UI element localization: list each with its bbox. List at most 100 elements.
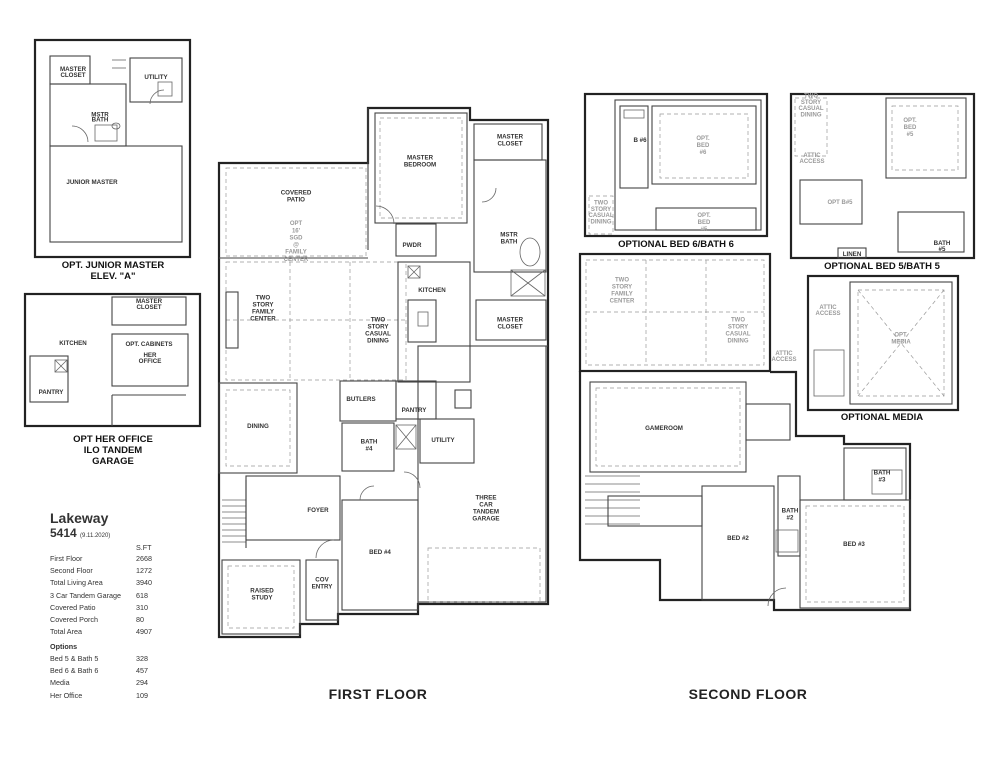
plan-number-line: 5414 (9.11.2020) (50, 526, 170, 540)
caption-her-office-2: ILO TANDEM (84, 445, 142, 456)
room-label: UTILITY (431, 437, 455, 444)
room-label: OPT.MEDIA (891, 332, 911, 345)
area-value: 2668 (136, 553, 152, 563)
svg-text:BATH#3: BATH#3 (874, 469, 891, 483)
options-header: Options (50, 641, 78, 651)
svg-text:BATH#2: BATH#2 (782, 507, 799, 521)
spacer (136, 640, 162, 652)
area-row: Bed 6 & Bath 6 457 (50, 664, 162, 676)
area-label: Total Living Area (50, 578, 103, 588)
room-label: BED #4 (369, 549, 391, 556)
area-label: First Floor (50, 553, 83, 563)
area-value: 4907 (136, 627, 152, 637)
area-value: 3940 (136, 578, 152, 588)
area-label: Total Area (50, 627, 82, 637)
caption-her-office-1: OPT HER OFFICE (73, 434, 153, 445)
area-label: Bed 6 & Bath 6 (50, 666, 99, 676)
svg-text:BATH#5: BATH#5 (934, 240, 951, 253)
room-label: KITCHEN (59, 340, 87, 347)
room-label: BUTLERS (346, 396, 375, 403)
svg-text:UTILITY: UTILITY (144, 74, 168, 81)
area-label: Second Floor (50, 565, 93, 575)
area-label: 3 Car Tandem Garage (50, 590, 121, 600)
room-label: GAMEROOM (645, 425, 683, 432)
area-value: 1272 (136, 565, 152, 575)
plan-name: Lakeway (50, 510, 109, 526)
room-label: OPT. CABINETS (125, 341, 172, 348)
room-label: OPT B#5 (827, 200, 853, 206)
options-header-row: Options (50, 640, 162, 652)
room-label: BATH#4 (361, 438, 378, 452)
sqft-header: S.FT (136, 542, 152, 552)
room-label: BED #2 (727, 535, 749, 542)
svg-text:OPT.BED#5: OPT.BED#5 (697, 213, 711, 233)
area-table-header: S.FT (50, 542, 162, 552)
room-label: UTILITY (144, 74, 168, 81)
area-row: Total Area 4907 (50, 626, 162, 638)
area-value: 328 (136, 653, 148, 663)
room-label: KITCHEN (418, 287, 446, 294)
svg-text:OPT.MEDIA: OPT.MEDIA (891, 332, 911, 345)
room-label: OPT.BED#5 (903, 118, 917, 138)
area-value: 618 (136, 590, 148, 600)
room-label: BATH#3 (874, 469, 891, 483)
area-value: 457 (136, 666, 148, 676)
caption-bed5: OPTIONAL BED 5/BATH 5 (824, 261, 940, 272)
area-row: 3 Car Tandem Garage 618 (50, 589, 162, 601)
area-label: Her Office (50, 690, 83, 700)
area-label: Media (50, 678, 70, 688)
caption-junior-master-2: ELEV. "A" (90, 271, 135, 282)
svg-text:BATH#4: BATH#4 (361, 438, 378, 452)
caption-bed6: OPTIONAL BED 6/BATH 6 (618, 239, 734, 250)
room-label: PANTRY (402, 407, 428, 414)
area-row: First Floor 2668 (50, 552, 162, 564)
room-label: OPT.BED#6 (696, 136, 710, 156)
room-label: BED #3 (843, 541, 865, 548)
caption-second-floor: SECOND FLOOR (689, 686, 808, 702)
room-label: BATH#2 (782, 507, 799, 521)
area-value: 109 (136, 690, 148, 700)
area-row: Her Office 109 (50, 689, 162, 701)
room-label: PWDR (403, 242, 422, 249)
